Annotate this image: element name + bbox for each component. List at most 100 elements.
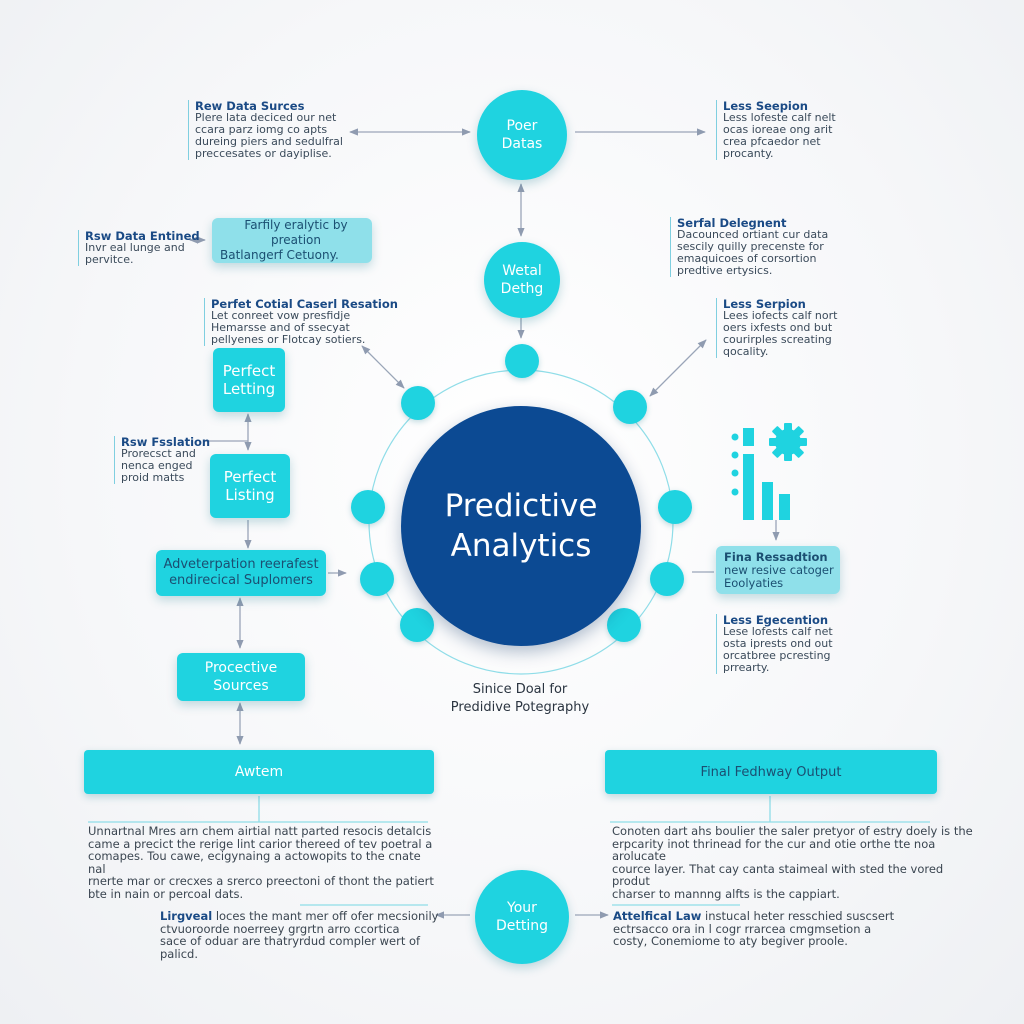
- box-procective-sources[interactable]: Procective Sources: [177, 653, 305, 701]
- callout-line: crea pfcaedor net: [723, 135, 821, 148]
- callout-line: courirples screating: [723, 333, 832, 346]
- callout-serfal-delegnent: Serfal Delegnent Dacounced ortiant cur d…: [670, 217, 857, 277]
- callout-line: dureing piers and sedulfral: [195, 135, 343, 148]
- callout-line: pervitce.: [85, 253, 134, 266]
- paragraph-line: erpcarity inot thrinead for the cur and …: [612, 836, 936, 863]
- callout-line: Dacounced ortiant cur data: [677, 228, 829, 241]
- callout-line: Lese lofests calf net: [723, 625, 833, 638]
- box-label: Sources: [213, 678, 269, 694]
- callout-line: pellyenes or Flotcay sotiers.: [211, 333, 366, 346]
- ring-node[interactable]: [658, 490, 692, 524]
- callout-line: Less lofeste calf nelt: [723, 111, 836, 124]
- central-node-title: Analytics: [450, 528, 592, 564]
- box-label: Listing: [225, 486, 275, 504]
- paragraph-line: came a precict the rerige lint carior th…: [88, 836, 433, 851]
- paragraph-lirgveal: Lirgveal loces the mant mer off ofer mec…: [160, 910, 440, 960]
- ring-node[interactable]: [360, 562, 394, 596]
- callout-line: Lees iofects calf nort: [723, 309, 838, 322]
- paragraph-attelfical-law: Attelfical Law instucal heter resschied …: [613, 910, 903, 948]
- caption-line: Predidive Potegraphy: [450, 700, 590, 715]
- node-your-detting[interactable]: Your Detting: [475, 870, 569, 964]
- callout-line: orcatbree pcresting: [723, 649, 831, 662]
- box-perfect-listing[interactable]: Perfect Listing: [210, 454, 290, 518]
- node-label: Datas: [501, 136, 543, 152]
- paragraph-line: palicd.: [160, 946, 199, 961]
- node-label: Wetal: [502, 263, 542, 279]
- box-label: Farfily eralytic by preation: [244, 218, 348, 247]
- callout-line: proid matts: [121, 471, 185, 484]
- box-label: Final Fedhway Output: [700, 764, 842, 780]
- callout-title: Less Serpion: [723, 297, 806, 311]
- callout-line: Invr eal lunge and: [85, 241, 185, 254]
- paragraph-line: costy, Conemiome to aty begiver proole.: [613, 934, 848, 948]
- callout-line: preccesates or dayiplise.: [195, 147, 332, 160]
- dot: [731, 451, 739, 459]
- ring-node[interactable]: [401, 386, 435, 420]
- gear-icon: [769, 423, 807, 461]
- box-awtem[interactable]: Awtem: [84, 750, 434, 794]
- central-node[interactable]: Predictive Analytics: [401, 406, 641, 646]
- ring-node[interactable]: [505, 344, 539, 378]
- central-node-title: Predictive: [444, 488, 598, 524]
- dot: [731, 433, 739, 441]
- ring-node[interactable]: [607, 608, 641, 642]
- callout-line: Let conreet vow presfidje: [211, 309, 351, 322]
- caption-line: Sinice Doal for: [472, 682, 568, 697]
- callout-title: Less Egecention: [723, 613, 829, 627]
- node-label: Detting: [495, 918, 549, 934]
- callout-line: Plere lata deciced our net: [195, 111, 337, 124]
- paragraph-line: ctvuoroorde noerreey grgrtn arro ccortic…: [160, 921, 400, 936]
- box-final-fedhway-output[interactable]: Final Fedhway Output: [605, 750, 937, 794]
- center-caption: Sinice Doal for Predidive Potegraphy: [440, 681, 600, 717]
- box-label: Procective: [204, 660, 278, 676]
- callout-raw-data-entined: Rsw Data Entined Invr eal lunge and perv…: [78, 230, 200, 266]
- callout-line: emaquicoes of corsortion: [677, 252, 817, 265]
- paragraph-line: cource layer. That cay canta staimeal wi…: [612, 861, 944, 888]
- paragraph-lead: instucal heter resschied suscsert: [701, 909, 895, 923]
- box-label: Letting: [222, 380, 276, 398]
- box-label: Perfect: [222, 362, 276, 380]
- box-label: Awtem: [234, 764, 284, 780]
- callout-line: sescily quilly precenste for: [677, 240, 824, 253]
- callout-line: Prorecsct and: [121, 447, 196, 460]
- box-perfect-letting[interactable]: Perfect Letting: [213, 348, 285, 412]
- box-fina-ressadtion[interactable]: Fina Ressadtion new resive catoger Eooly…: [716, 546, 840, 594]
- paragraph-lead: loces the mant mer off ofer mecsionily: [212, 909, 439, 923]
- box-label: Perfect: [223, 468, 277, 486]
- ring-node[interactable]: [613, 390, 647, 424]
- callout-line: Hemarsse and of ssecyat: [211, 321, 350, 334]
- bar: [762, 482, 773, 520]
- callout-title: Rsw Data Entined: [85, 229, 200, 243]
- dot: [731, 488, 739, 496]
- paragraph-line: rnerte mar or crecxes a srerco preectoni…: [88, 874, 434, 888]
- callout-raw-data-sources: Rew Data Surces Plere lata deciced our n…: [188, 100, 360, 160]
- ring-node[interactable]: [650, 562, 684, 596]
- callout-less-egecention: Less Egecention Lese lofests calf net os…: [716, 614, 863, 674]
- node-wetal-dethg[interactable]: Wetal Dethg: [484, 242, 560, 318]
- paragraph-line: bte in nain or percoal dats.: [88, 886, 244, 901]
- box-adveterpation[interactable]: Adveterpation reerafest endirecical Supl…: [156, 550, 326, 596]
- callout-title: Rsw Fsslation: [121, 435, 211, 449]
- callout-less-serpion: Less Serpion Lees iofects calf nort oers…: [716, 298, 863, 358]
- dot: [731, 469, 739, 477]
- callout-less-seepion: Less Seepion Less lofeste calf nelt ocas…: [716, 100, 863, 160]
- ring-node[interactable]: [400, 608, 434, 642]
- paragraph-line: charser to mannng alfts is the cappiart.: [612, 886, 840, 901]
- box-label: new resive catoger: [724, 562, 834, 577]
- paragraph-right: Conoten dart ahs boulier the saler prety…: [612, 825, 982, 900]
- callout-title: Less Seepion: [723, 99, 808, 113]
- node-label: Poer: [506, 118, 538, 134]
- paragraph-line: comapes. Tou cawe, ecigynaing a actowopi…: [88, 849, 421, 876]
- callout-perfet-cotial: Perfet Cotial Caserl Resation Let conree…: [204, 298, 401, 346]
- node-poer-datas[interactable]: Poer Datas: [477, 90, 567, 180]
- bar: [743, 454, 754, 520]
- box-label: endirecical Suplomers: [169, 573, 313, 588]
- ring-node[interactable]: [351, 490, 385, 524]
- callout-title: Perfet Cotial Caserl Resation: [211, 297, 398, 311]
- node-label: Dethg: [500, 281, 544, 297]
- box-label: Batlangerf Cetuony.: [220, 248, 339, 262]
- bar: [779, 494, 790, 520]
- box-farfily-eralytic[interactable]: Farfily eralytic by preation Batlangerf …: [212, 218, 372, 263]
- paragraph-title: Lirgveal: [160, 909, 213, 923]
- callout-rsw-fsslation: Rsw Fsslation Prorecsct and nenca enged …: [114, 436, 216, 484]
